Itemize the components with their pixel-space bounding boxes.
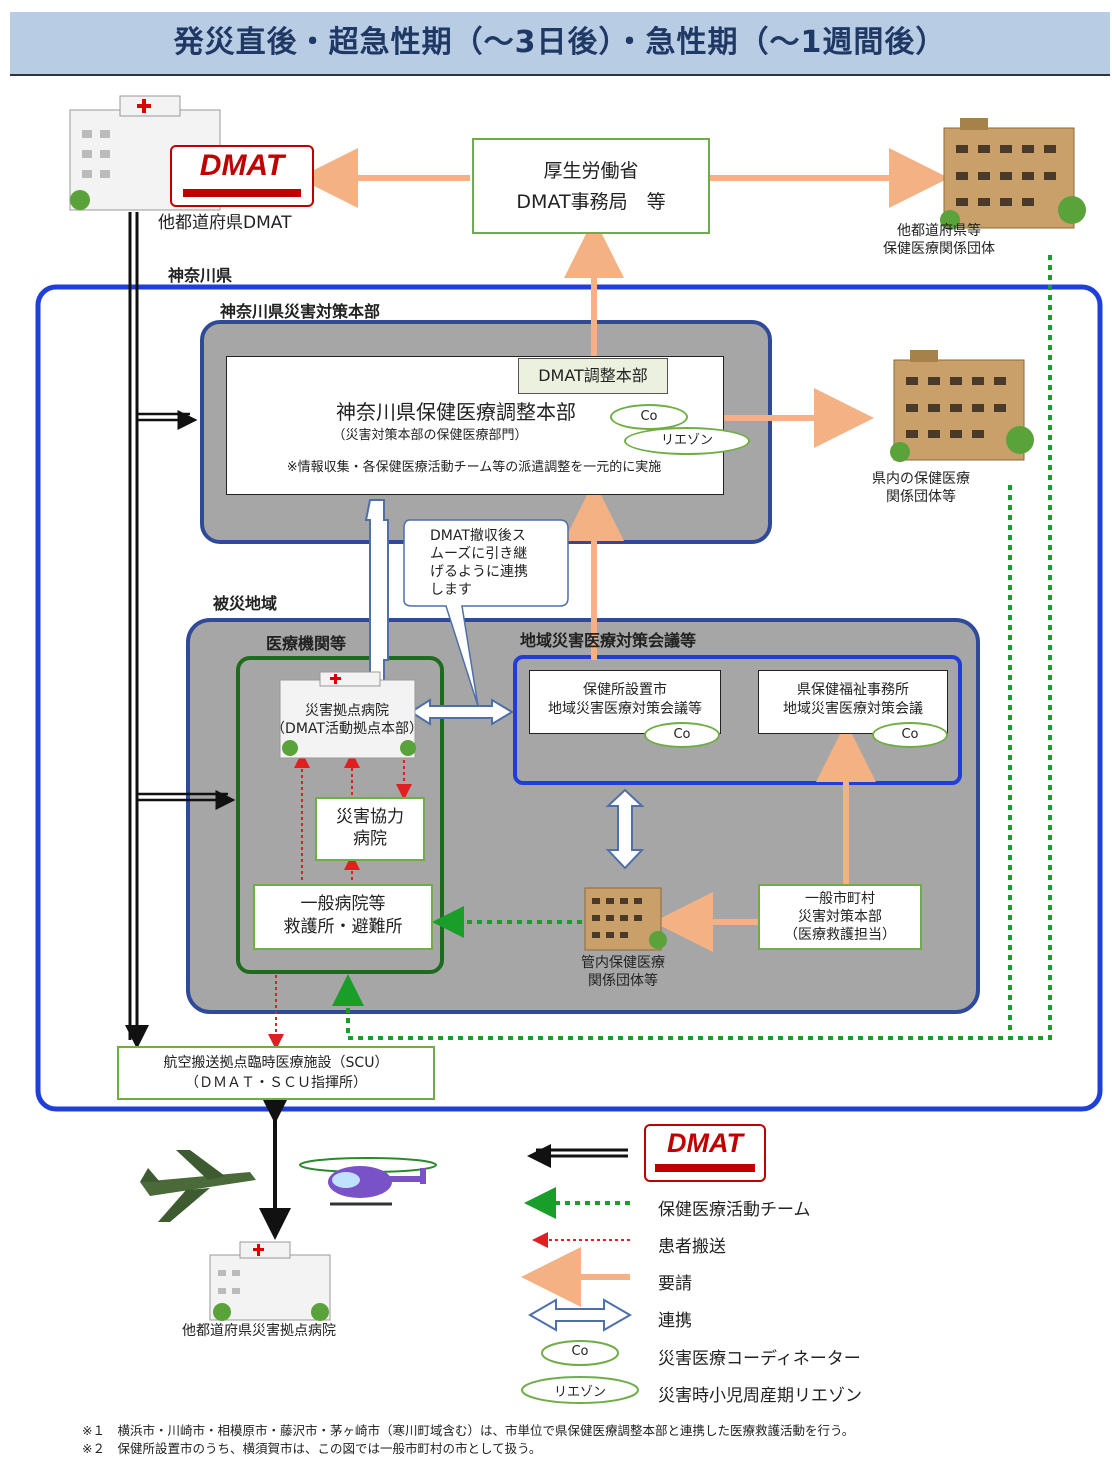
dmat-logo-legend: DMAT xyxy=(644,1124,766,1182)
base-hospital-label: 災害拠点病院 （DMAT活動拠点本部） xyxy=(271,703,423,737)
hq-label: 神奈川県災害対策本部 xyxy=(220,302,381,321)
disaster-area-label: 被災地域 xyxy=(213,594,278,613)
other-pref-dmat-label: 他都道府県DMAT xyxy=(158,213,292,233)
co-badge-office: Co xyxy=(872,722,948,748)
footnotes: ※１ 横浜市・川崎市・相模原市・藤沢市・茅ヶ崎市（寒川町域含む）は、市単位で県保… xyxy=(82,1422,854,1458)
title-bar: 発災直後・超急性期（～3日後）・急性期（～1週間後） xyxy=(10,12,1110,76)
building-icon-pref xyxy=(890,350,1034,462)
building-icon-local xyxy=(584,887,667,951)
page-title: 発災直後・超急性期（～3日後）・急性期（～1週間後） xyxy=(173,25,947,60)
legend-liaison-badge: リエゾン xyxy=(553,1385,606,1400)
co-badge-hq: Co xyxy=(610,404,688,430)
footnote-2: ※２ 保健所設置市のうち、横須賀市は、この図では一般市町村の市として扱う。 xyxy=(82,1441,542,1456)
building-icon-top-right xyxy=(940,118,1086,230)
coord-sub: （災害対策本部の保健医療部門） xyxy=(332,428,528,443)
other-base-hospital-label: 他都道府県災害拠点病院 xyxy=(182,1323,336,1339)
pref-org-label: 県内の保健医療 関係団体等 xyxy=(872,471,970,505)
legend-link: 連携 xyxy=(658,1311,692,1331)
footnote-1: ※１ 横浜市・川崎市・相模原市・藤沢市・茅ヶ崎市（寒川町域含む）は、市単位で県保… xyxy=(82,1423,855,1438)
coop-hospital-box: 災害協力 病院 xyxy=(315,797,425,861)
callout-bubble xyxy=(403,519,569,707)
legend-co: 災害医療コーディネーター xyxy=(658,1349,861,1369)
council-label: 地域災害医療対策会議等 xyxy=(520,631,697,650)
hospital-icon-base xyxy=(279,671,416,759)
coord-title: 神奈川県保健医療調整本部 xyxy=(336,400,576,424)
airplane-icon xyxy=(140,1150,256,1222)
dmat-coord-box: DMAT調整本部 xyxy=(518,358,668,394)
co-badge-city: Co xyxy=(644,722,720,748)
hospital-icon-bottom xyxy=(209,1241,331,1321)
general-hospital-box: 一般病院等 救護所・避難所 xyxy=(253,884,433,950)
kanagawa-label: 神奈川県 xyxy=(168,266,233,285)
link-arrows xyxy=(363,499,645,870)
legend-request: 要請 xyxy=(658,1274,692,1294)
legend-team: 保健医療活動チーム xyxy=(658,1200,811,1220)
medical-label: 医療機関等 xyxy=(266,634,347,653)
team-path-outer xyxy=(332,255,1052,1040)
mhlw-line2: DMAT事務局 等 xyxy=(516,191,666,213)
local-org-label: 管内保健医療 関係団体等 xyxy=(581,955,665,989)
legend-liaison: 災害時小児周産期リエゾン xyxy=(658,1386,862,1406)
liaison-badge-hq: リエゾン xyxy=(624,427,750,455)
helicopter-icon xyxy=(299,1157,437,1206)
mhlw-box: 厚生労働省 DMAT事務局 等 xyxy=(472,138,710,234)
mhlw-line1: 厚生労働省 xyxy=(543,160,639,182)
other-pref-org-label: 他都道府県等 保健医療関係団体 xyxy=(883,223,995,257)
kanagawa-frame xyxy=(35,284,1103,1112)
coord-note: ※情報収集・各保健医療活動チーム等の派遣調整を一元的に実施 xyxy=(286,460,662,475)
scu-box: 航空搬送拠点臨時医療施設（SCU） （ＤＭＡＴ・ＳＣＵ指揮所） xyxy=(117,1046,435,1100)
municipal-box: 一般市町村 災害対策本部 （医療救護担当） xyxy=(758,884,922,950)
dmat-logo-top: DMAT xyxy=(170,145,314,207)
legend-patient: 患者搬送 xyxy=(658,1237,726,1257)
legend-co-badge: Co xyxy=(571,1344,589,1359)
callout-text: DMAT撤収後ス ムーズに引き継 げるように連携 します xyxy=(430,528,528,598)
